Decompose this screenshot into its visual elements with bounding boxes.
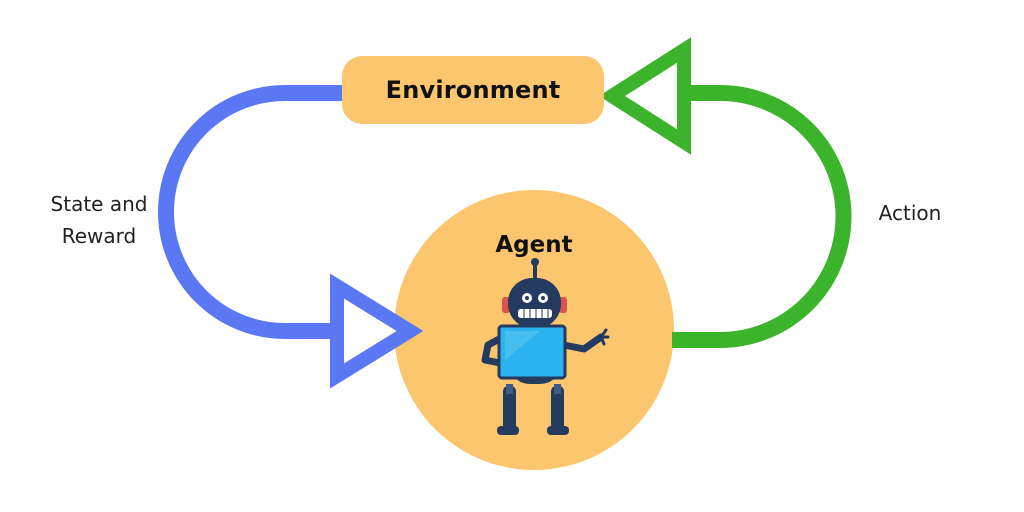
- state-reward-label-line2: Reward: [61, 224, 137, 248]
- arrowhead-left-icon: [598, 37, 691, 155]
- state-reward-label: State and Reward: [40, 188, 158, 252]
- robot-icon: [481, 258, 610, 435]
- state-reward-label-line1: State and: [50, 192, 148, 216]
- action-arrow: [672, 85, 852, 348]
- arrowhead-right-icon: [330, 273, 424, 389]
- environment-box: Environment: [342, 56, 604, 124]
- state-reward-arrow: [158, 85, 344, 339]
- action-label: Action: [878, 201, 942, 225]
- agent-label: Agent: [495, 232, 573, 258]
- environment-label: Environment: [385, 76, 561, 104]
